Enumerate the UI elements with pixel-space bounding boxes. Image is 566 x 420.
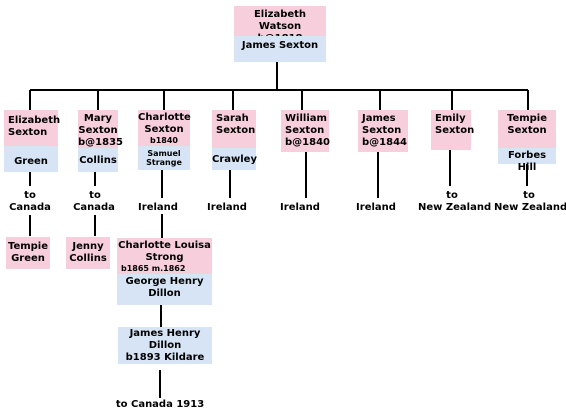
grandchild-jenny-collins-box: Jenny Collins <box>66 237 110 269</box>
child-tempie-dest: New Zealand <box>494 202 566 213</box>
root-person-box: Elizabeth Watson b@1818 <box>234 6 326 44</box>
child-mary-spouse-box: Collins <box>78 148 118 172</box>
child-elizabeth-dest: Canada <box>9 202 51 213</box>
child-mary-dest: Canada <box>73 202 115 213</box>
child-emily-dest-to: to <box>446 190 458 201</box>
child-emily-box: Emily Sexton <box>431 110 474 150</box>
child-elizabeth-dest-to: to <box>24 190 36 201</box>
child-elizabeth-spouse-box: Green <box>4 146 58 172</box>
great-grandchild-box: James Henry Dillon b1893 Kildare <box>118 327 212 364</box>
child-sarah-dest: Ireland <box>207 202 247 213</box>
child-sarah-spouse-box: Crawley <box>212 148 257 170</box>
child-mary-dest-to: to <box>89 190 101 201</box>
grandchild-charlotte-louisa-born: b1865 m.1862 <box>117 264 212 274</box>
child-sarah-box: Sarah Sexton <box>212 110 256 148</box>
child-charlotte-spouse-box: Samuel Strange <box>138 146 190 170</box>
child-william-box: William Sexton b@1840 <box>281 110 330 152</box>
child-mary-box: Mary Sexton b@1835 <box>78 110 123 148</box>
child-tempie-spouse-box: Forbes Hill <box>498 148 556 173</box>
child-emily-dest: New Zealand <box>418 202 492 213</box>
child-charlotte-born: b1840 m1862 <box>138 136 190 154</box>
child-charlotte-dest: Ireland <box>138 202 178 213</box>
child-william-dest: Ireland <box>280 202 320 213</box>
grandchild-charlotte-louisa-box: Charlotte Louisa Strong <box>117 238 212 264</box>
child-james-dest: Ireland <box>356 202 396 213</box>
child-elizabeth-box: Elizabeth Sexton <box>4 110 60 146</box>
grandchild-tempie-green-box: Tempie Green <box>6 237 50 269</box>
great-grandchild-dest: to Canada 1913 <box>115 399 205 410</box>
grandchild-spouse-box: George Henry Dillon <box>117 274 212 305</box>
child-tempie-dest-to: to <box>523 190 535 201</box>
child-charlotte-box: Charlotte Sexton <box>138 110 191 136</box>
child-tempie-box: Tempie Sexton <box>498 110 556 148</box>
root-spouse-box: James Sexton <box>234 36 326 62</box>
child-james-box: James Sexton b@1844 <box>358 110 408 152</box>
